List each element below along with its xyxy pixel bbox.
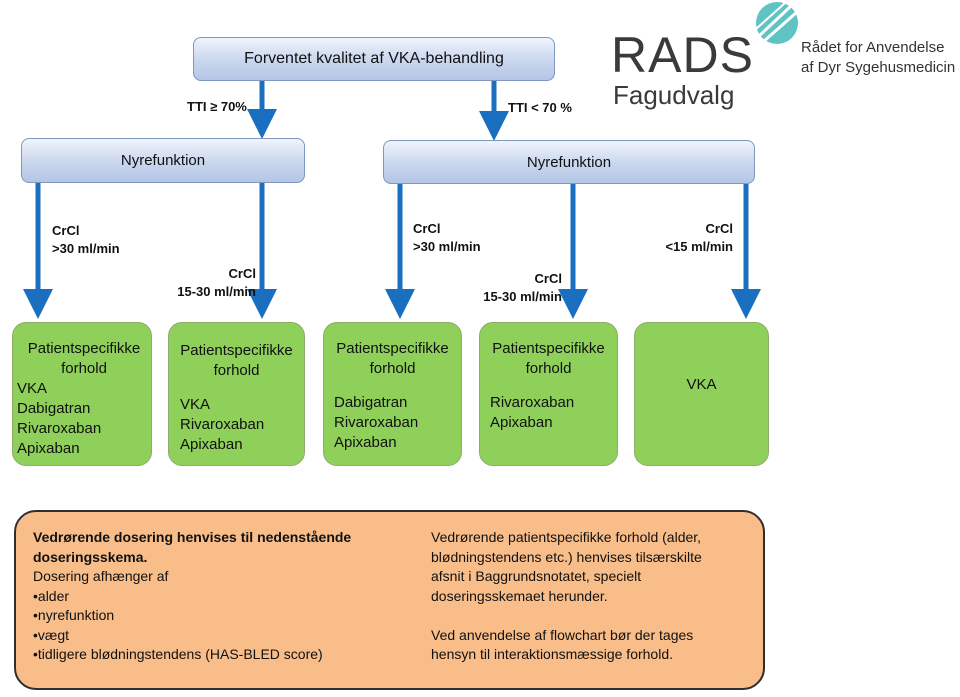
outcome-heading: Patientspecifikke <box>492 340 605 357</box>
rads-logo-emblem-icon <box>755 2 798 44</box>
outcome-heading: Patientspecifikke <box>336 340 449 357</box>
drug-option: Apixaban <box>180 436 243 453</box>
rads-logo: RADS Fagudvalg Rådet for Anvendelse af D… <box>605 0 960 120</box>
note-text-line: Ved anvendelse af flowchart bør der tage… <box>431 626 694 643</box>
crcl-heading: CrCl <box>228 266 256 281</box>
crcl-range: >30 ml/min <box>52 241 120 256</box>
note-text-line: afsnit i Baggrundsnotatet, specielt <box>431 568 642 584</box>
crcl-label-right-15-30: CrCl 15-30 ml/min <box>465 270 562 306</box>
dosing-factor: •tidligere blødningstendens (HAS-BLED sc… <box>33 646 323 662</box>
outcome-heading: forhold <box>369 360 416 377</box>
crcl-heading: CrCl <box>413 221 441 236</box>
crcl-range: 15-30 ml/min <box>177 284 256 299</box>
org-name-line1: Rådet for Anvendelse <box>801 39 945 56</box>
renal-function-box-right: Nyrefunktion <box>383 140 755 184</box>
outcome-heading: Patientspecifikke <box>180 342 293 359</box>
note-text-line: Vedrørende patientspecifikke forhold (al… <box>431 529 702 545</box>
logo-subtitle: Fagudvalg <box>613 80 735 110</box>
crcl-range: >30 ml/min <box>413 239 481 254</box>
note-text-line: blødningstendens etc.) henvises tilsærsk… <box>431 548 702 565</box>
drug-option: Rivaroxaban <box>334 414 419 431</box>
crcl-heading: CrCl <box>705 221 733 236</box>
renal-function-label: Nyrefunktion <box>526 153 612 171</box>
crcl-heading: CrCl <box>52 223 80 238</box>
branch-label-tti-low: TTI < 70 % <box>508 100 572 115</box>
drug-option: VKA <box>180 396 211 413</box>
dosing-note-intro: Dosering afhænger af <box>33 568 169 584</box>
drug-option: Apixaban <box>334 434 397 451</box>
dosing-factor: •alder <box>33 587 70 604</box>
crcl-range: <15 ml/min <box>665 239 733 254</box>
crcl-label-left-15-30: CrCl 15-30 ml/min <box>163 265 256 301</box>
note-text-line: hensyn til interaktionsmæssige forhold. <box>431 646 674 662</box>
drug-option: Rivaroxaban <box>490 394 575 411</box>
drug-option: Dabigatran <box>17 400 91 417</box>
dosing-factor: •vægt <box>33 626 70 643</box>
outcome-heading: Patientspecifikke <box>27 340 141 357</box>
crcl-label-right-lt15: CrCl <15 ml/min <box>651 220 733 256</box>
crcl-label-left-gt30: CrCl >30 ml/min <box>52 222 120 258</box>
dosing-note-box: Vedrørende dosering henvises til nedenst… <box>14 510 765 690</box>
dosing-note-heading: doseringsskema. <box>33 548 148 565</box>
crcl-label-right-gt30: CrCl >30 ml/min <box>413 220 481 256</box>
outcome-box-2: Patientspecifikke forhold VKA Rivaroxaba… <box>168 322 305 466</box>
renal-function-label: Nyrefunktion <box>120 152 206 169</box>
outcome-box-1: Patientspecifikke forhold VKA Dabigatran… <box>12 322 152 466</box>
drug-option: Rivaroxaban <box>17 420 102 437</box>
outcome-heading: forhold <box>525 360 572 377</box>
dosing-note-right: Vedrørende patientspecifikke forhold (al… <box>431 528 751 665</box>
top-question-text: Forventet kvalitet af VKA-behandling <box>244 50 504 67</box>
logo-title: RADS <box>611 27 754 83</box>
dosing-note-left: Vedrørende dosering henvises til nedenst… <box>33 528 423 665</box>
drug-option: Rivaroxaban <box>180 416 265 433</box>
outcome-heading: forhold <box>213 362 260 379</box>
crcl-heading: CrCl <box>534 271 562 286</box>
drug-option: Apixaban <box>17 440 80 457</box>
outcome-box-5: VKA <box>634 322 769 466</box>
renal-function-box-left: Nyrefunktion <box>21 138 305 183</box>
note-text-line <box>431 606 751 626</box>
drug-option: Apixaban <box>490 414 553 431</box>
outcome-box-3: Patientspecifikke forhold Dabigatran Riv… <box>323 322 462 466</box>
dosing-note-heading: Vedrørende dosering henvises til nedenst… <box>33 529 352 545</box>
org-name-line2: af Dyr Sygehusmedicin <box>801 59 956 76</box>
crcl-range: 15-30 ml/min <box>483 289 562 304</box>
top-question-box: Forventet kvalitet af VKA-behandling <box>193 37 555 81</box>
note-text-line: doseringsskemaet herunder. <box>431 587 608 604</box>
outcome-box-4: Patientspecifikke forhold Rivaroxaban Ap… <box>479 322 618 466</box>
outcome-heading: forhold <box>61 360 107 377</box>
dosing-factor: •nyrefunktion <box>33 607 115 623</box>
drug-option: Dabigatran <box>334 394 408 411</box>
drug-option: VKA <box>686 376 717 393</box>
drug-option: VKA <box>17 380 48 397</box>
branch-label-tti-high: TTI ≥ 70% <box>187 99 247 114</box>
